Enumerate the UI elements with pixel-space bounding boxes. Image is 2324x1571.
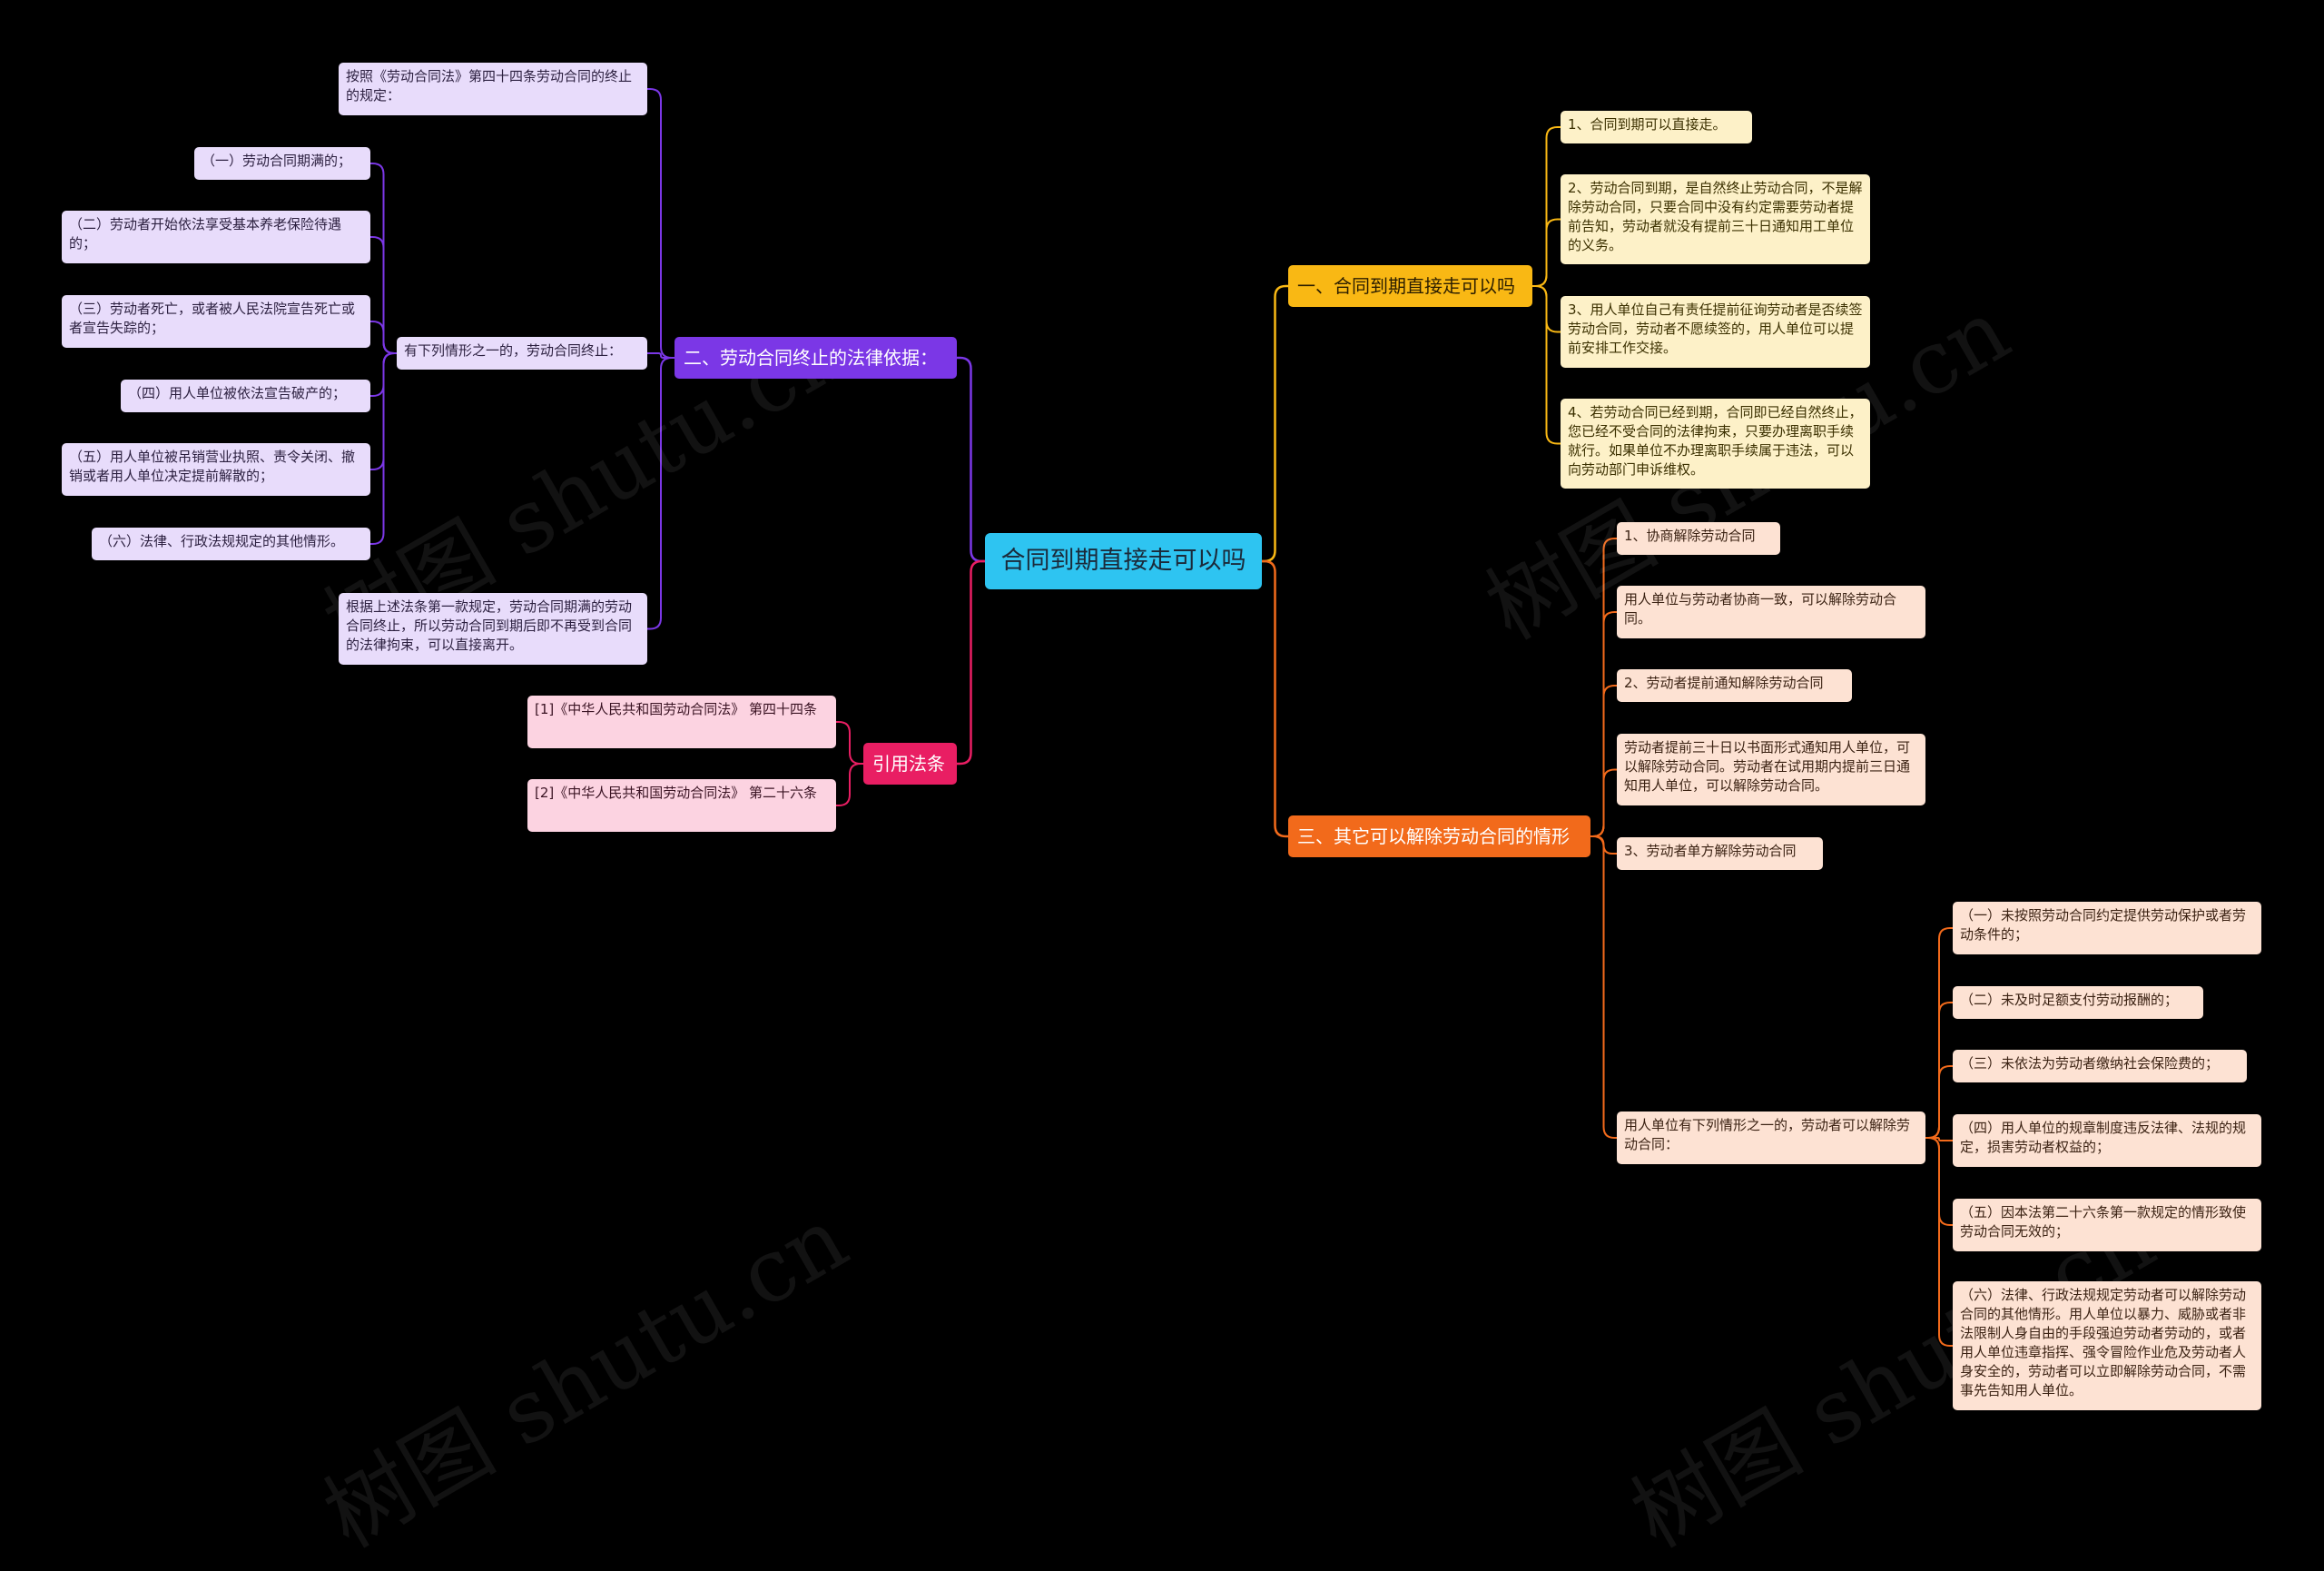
list-item[interactable]: （三）未依法为劳动者缴纳社会保险费的； [1953,1050,2247,1082]
list-item[interactable]: [1]《中华人民共和国劳动合同法》 第四十四条 [527,696,836,748]
connector-line [370,352,397,545]
connector-line [1925,1137,1953,1347]
list-item[interactable]: （四）用人单位被依法宣告破产的； [121,380,370,412]
list-item[interactable]: 2、劳动合同到期，是自然终止劳动合同，不是解除劳动合同，只要合同中没有约定需要劳… [1561,174,1870,264]
connector-line [1925,1137,1953,1141]
list-item[interactable]: （四）用人单位的规章制度违反法律、法规的规定，损害劳动者权益的； [1953,1114,2261,1167]
list-item[interactable]: （二）劳动者开始依法享受基本养老保险待遇的； [62,211,370,263]
root-topic[interactable]: 合同到期直接走可以吗 [985,533,1262,589]
branch-cited-laws[interactable]: 引用法条 [863,743,957,785]
connector-lines [370,88,1953,1347]
list-item[interactable]: 按照《劳动合同法》第四十四条劳动合同的终止的规定： [339,63,647,115]
connector-line [647,352,675,359]
list-item[interactable]: （六）法律、行政法规规定劳动者可以解除劳动合同的其他情形。用人单位以暴力、威胁或… [1953,1281,2261,1410]
list-item[interactable]: 4、若劳动合同已经到期，合同即已经自然终止，您已经不受合同的法律拘束，只要办理离… [1561,399,1870,489]
list-item[interactable]: （五）因本法第二十六条第一款规定的情形致使劳动合同无效的； [1953,1199,2261,1251]
branch-other-termination[interactable]: 三、其它可以解除劳动合同的情形 [1288,815,1590,857]
branch-contract-expiry[interactable]: 一、合同到期直接走可以吗 [1288,265,1532,307]
list-item[interactable]: 用人单位与劳动者协商一致，可以解除劳动合同。 [1617,586,1925,638]
connector-line [1262,559,1288,838]
connector-line [1532,285,1561,445]
connector-line [1262,284,1288,563]
list-item[interactable]: （一）劳动合同期满的； [194,147,370,180]
list-item[interactable]: （一）未按照劳动合同约定提供劳动保护或者劳动条件的； [1953,902,2261,954]
connector-line [957,559,985,766]
list-item[interactable]: 3、劳动者单方解除劳动合同 [1617,837,1823,870]
list-item[interactable]: 3、用人单位自己有责任提前征询劳动者是否续签劳动合同，劳动者不愿续签的，用人单位… [1561,296,1870,368]
list-item[interactable]: 用人单位有下列情形之一的，劳动者可以解除劳动合同： [1617,1112,1925,1164]
connector-line [647,357,675,630]
connector-line [370,321,397,354]
connector-line [647,88,675,359]
list-item[interactable]: 2、劳动者提前通知解除劳动合同 [1617,669,1852,702]
list-item[interactable]: 有下列情形之一的，劳动合同终止： [397,337,647,370]
list-item[interactable]: 1、协商解除劳动合同 [1617,522,1780,555]
list-item[interactable]: 根据上述法条第一款规定，劳动合同期满的劳动合同终止，所以劳动合同到期后即不再受到… [339,593,647,665]
branch-legal-basis[interactable]: 二、劳动合同终止的法律依据： [675,337,957,379]
connector-line [1925,1065,1953,1139]
list-item[interactable]: 劳动者提前三十日以书面形式通知用人单位，可以解除劳动合同。劳动者在试用期内提前三… [1617,734,1925,805]
list-item[interactable]: （三）劳动者死亡，或者被人民法院宣告死亡或者宣告失踪的； [62,295,370,348]
list-item[interactable]: [2]《中华人民共和国劳动合同法》 第二十六条 [527,779,836,832]
connector-line [1590,768,1617,837]
connector-line [1532,218,1561,287]
list-item[interactable]: （六）法律、行政法规规定的其他情形。 [92,528,370,560]
connector-line [1590,835,1617,1139]
connector-line [836,721,863,765]
connector-line [957,356,985,563]
list-item[interactable]: 1、合同到期可以直接走。 [1561,111,1752,143]
connector-line [836,763,863,806]
list-item[interactable]: （二）未及时足额支付劳动报酬的； [1953,986,2203,1019]
list-item[interactable]: （五）用人单位被吊销营业执照、责令关闭、撤销或者用人单位决定提前解散的； [62,443,370,496]
